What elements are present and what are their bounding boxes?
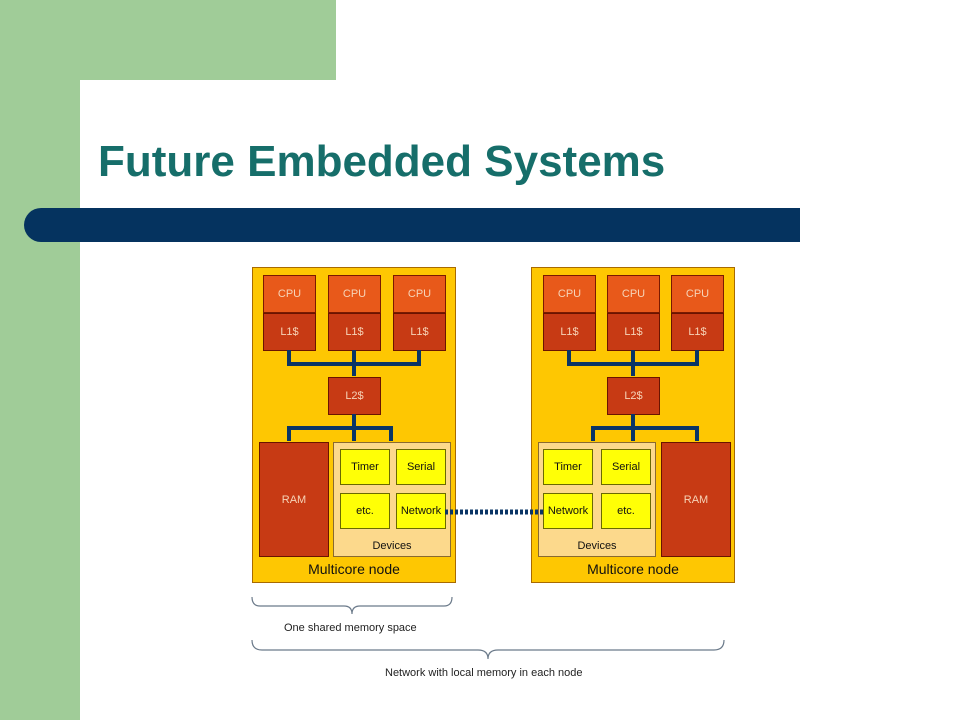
l2-cache-box: L2$ [328, 377, 381, 415]
node-label: Multicore node [308, 561, 400, 577]
network-caption: Network with local memory in each node [385, 667, 583, 679]
network-device: Network [543, 493, 593, 529]
l1-cache-box: L1$ [393, 313, 446, 351]
node-label: Multicore node [587, 561, 679, 577]
etc-device: etc. [340, 493, 390, 529]
cpu-box: CPU [393, 275, 446, 313]
cpu-box: CPU [607, 275, 660, 313]
title-underline-bar [24, 208, 800, 242]
cpu-box: CPU [263, 275, 316, 313]
green-top-block [0, 0, 336, 80]
devices-panel: Timer Serial etc. Network Devices [333, 442, 451, 557]
slide-title: Future Embedded Systems [98, 137, 666, 186]
cpu-box: CPU [543, 275, 596, 313]
devices-label: Devices [577, 540, 617, 552]
serial-device: Serial [601, 449, 651, 485]
l1-cache-box: L1$ [328, 313, 381, 351]
serial-device: Serial [396, 449, 446, 485]
network-device: Network [396, 493, 446, 529]
cpu-box: CPU [328, 275, 381, 313]
devices-label: Devices [372, 540, 412, 552]
bus-lines-left [287, 350, 421, 441]
bus-lines-right [567, 350, 699, 441]
brace-network [251, 639, 725, 660]
devices-panel: Timer Serial Network etc. Devices [538, 442, 656, 557]
ram-box: RAM [259, 442, 329, 557]
etc-device: etc. [601, 493, 651, 529]
green-sidebar [0, 0, 80, 720]
content-panel [80, 80, 960, 720]
shared-memory-caption: One shared memory space [284, 622, 417, 634]
ram-box: RAM [661, 442, 731, 557]
l1-cache-box: L1$ [607, 313, 660, 351]
brace-shared-memory [251, 596, 453, 615]
l1-cache-box: L1$ [263, 313, 316, 351]
timer-device: Timer [340, 449, 390, 485]
l1-cache-box: L1$ [543, 313, 596, 351]
cpu-box: CPU [671, 275, 724, 313]
timer-device: Timer [543, 449, 593, 485]
